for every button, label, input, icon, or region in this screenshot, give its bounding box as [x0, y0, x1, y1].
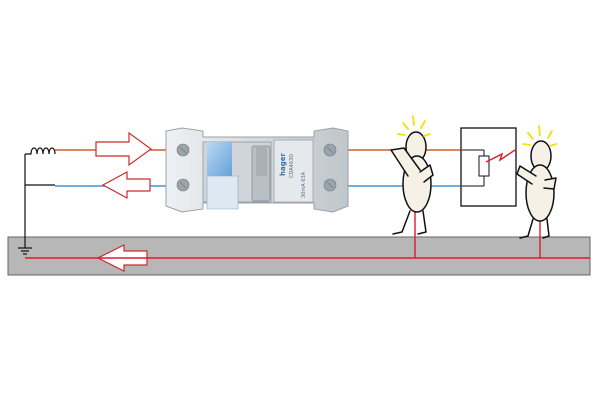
resistor-load-icon	[462, 149, 490, 187]
internal-fault-spark	[485, 149, 516, 163]
phase-current-arrow	[95, 131, 153, 167]
person-touching-phase	[390, 131, 434, 235]
device-brand-label: hager	[279, 153, 287, 176]
transformer-coil-icon	[24, 147, 56, 240]
device-model-label: CDA463D	[289, 154, 295, 178]
residual-current-breaker: hager CDA463D 30mA 63A	[165, 127, 349, 213]
device-rating-label: 30mA 63A	[301, 171, 307, 198]
neutral-current-arrow	[101, 170, 151, 200]
earth-ground-slab	[7, 236, 591, 276]
earth-ground-icon	[18, 240, 32, 255]
electric-spark-icon	[522, 125, 557, 147]
electric-spark-icon	[397, 115, 431, 137]
person-touching-enclosure	[516, 140, 557, 239]
